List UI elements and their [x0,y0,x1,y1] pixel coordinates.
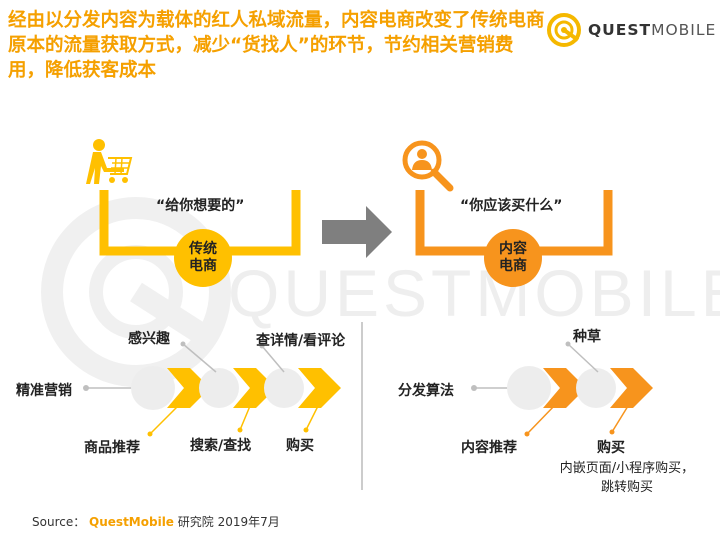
badge-line-2: 电商 [189,258,217,274]
transition-arrow [322,206,392,258]
left-flow-start-node [131,366,175,410]
brand-logo: QUESTMOBILE [544,10,715,50]
right-flow-bottom-label-2: 购买 [597,440,625,456]
traditional-ecommerce-badge [174,229,232,287]
note-line-1: 内嵌页面/小程序购买， [559,461,695,476]
right-flow-start-label: 分发算法 [398,383,454,399]
source-note: Source： QuestMobile 研究院 2019年7月 [32,513,280,530]
content-ecommerce-quote: “你应该买什么” [460,198,563,214]
left-flow-chevron-3 [298,368,341,408]
left-flow-node-2 [199,368,239,408]
content-ecommerce-badge-label: 内容 电商 [484,241,542,275]
badge-line-1: 内容 [499,241,527,257]
right-flow-top-label-1: 种草 [573,329,601,345]
note-line-2: 跳转购买 [600,480,653,495]
right-flow-bottom-label-1: 内容推荐 [461,440,517,456]
watermark-text: QUESTMOBILE [228,256,720,330]
right-flow-note: 内嵌页面/小程序购买， 跳转购买 [552,459,702,497]
source-brand: QuestMobile [89,515,174,529]
left-flow-start-label: 精准营销 [16,383,72,399]
right-flow-node-2 [576,368,616,408]
magnifier-person-icon [402,140,454,192]
right-flow-start-node [507,366,551,410]
left-flow-node-3 [264,368,304,408]
questmobile-logo-icon [547,13,581,47]
source-suffix: 研究院 2019年7月 [177,515,280,529]
right-flow-chevron-1 [543,368,586,408]
brand-name-bold: QUEST [588,21,652,39]
content-ecommerce-badge [484,229,542,287]
left-flow-top-label-1: 感兴趣 [128,331,170,347]
shopping-cart-person-icon [86,139,133,184]
badge-line-2: 电商 [499,258,527,274]
left-flow-bottom-label-1: 商品推荐 [84,440,140,456]
right-flow-chevron-2 [610,368,653,408]
traditional-ecommerce-badge-label: 传统 电商 [174,241,232,275]
left-flow-bottom-label-2: 搜索/查找 [190,438,252,454]
brand-name-light: MOBILE [651,21,717,39]
source-label: Source： [32,515,86,529]
left-flow-top-label-2: 查详情/看评论 [256,333,346,349]
left-flow-chevron-2 [233,368,276,408]
traditional-ecommerce-quote: “给你想要的” [156,198,245,214]
headline: 经由以分发内容为载体的红人私域流量，内容电商改变了传统电商原本的流量获取方式，减… [8,10,545,81]
left-flow-bottom-label-3: 购买 [286,438,314,454]
left-flow-chevron-1 [167,368,210,408]
badge-line-1: 传统 [189,241,217,257]
